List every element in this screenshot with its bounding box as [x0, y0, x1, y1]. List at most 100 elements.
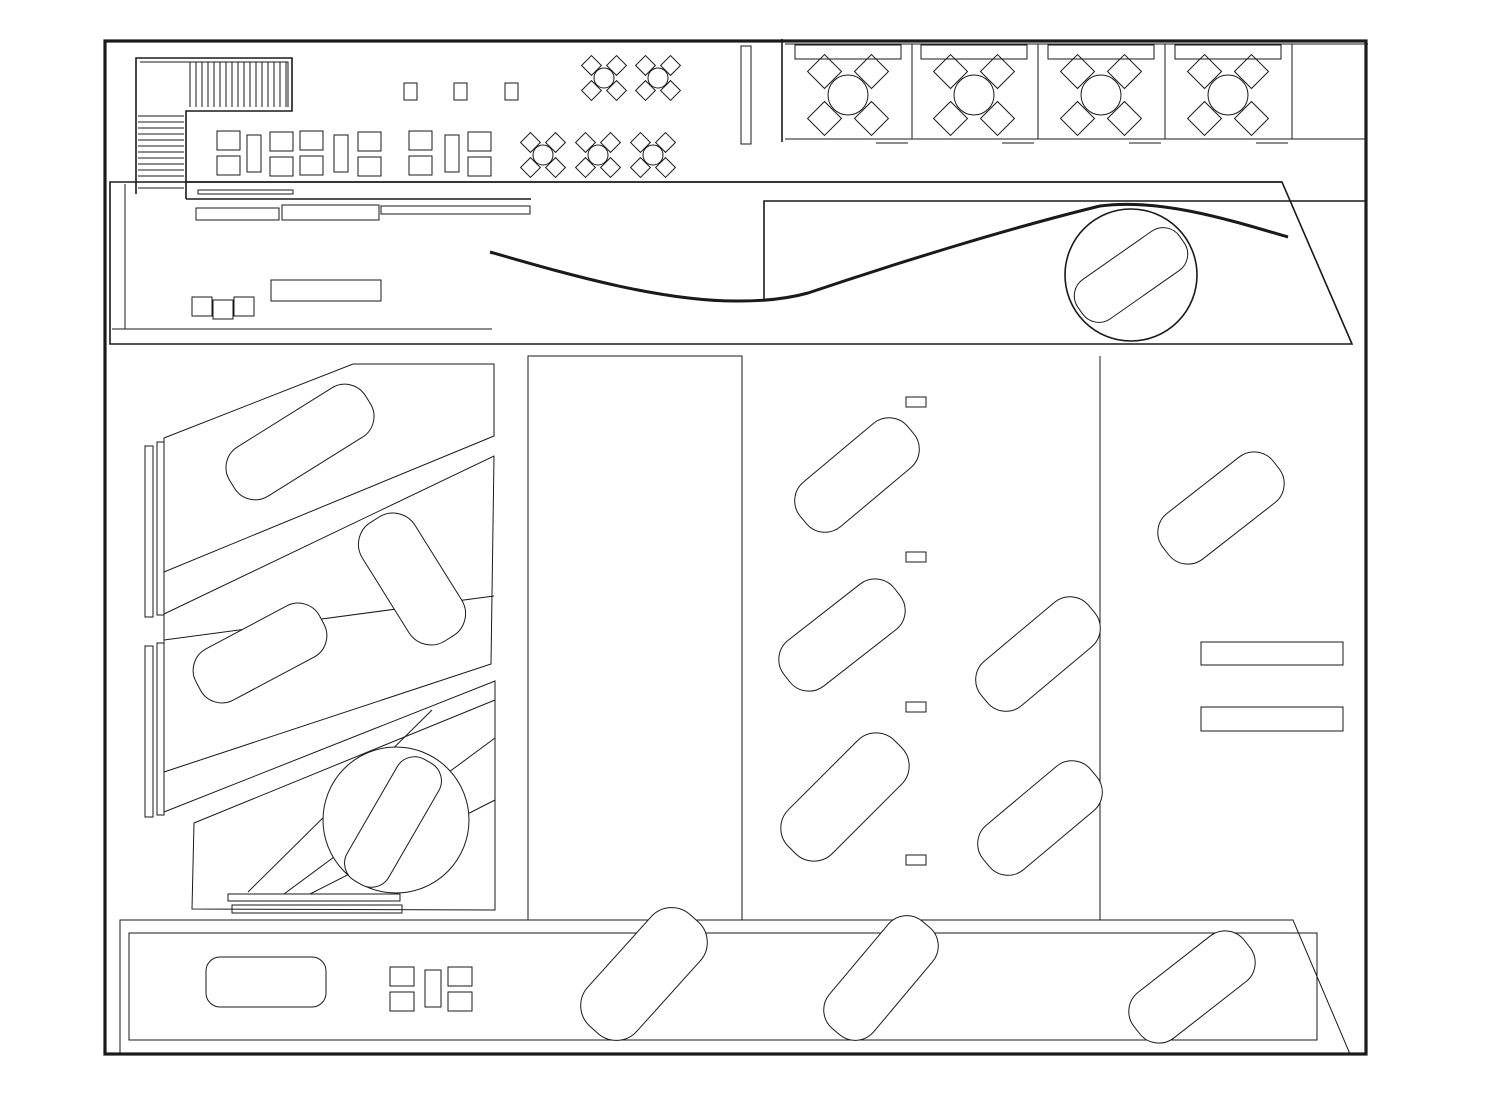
round-table-set [806, 53, 890, 137]
chair [659, 79, 682, 102]
round-table [587, 144, 609, 166]
chair [467, 131, 492, 152]
reception-desk [270, 279, 382, 302]
chair [447, 966, 473, 987]
chair [1233, 100, 1270, 137]
chair [1106, 53, 1143, 90]
chair [389, 966, 415, 987]
stool [453, 82, 468, 101]
chair [408, 130, 433, 151]
chair [191, 296, 213, 317]
chair [654, 156, 677, 179]
chair [629, 156, 652, 179]
car [205, 956, 327, 1008]
turntable [1064, 208, 1198, 342]
showroom-band [109, 181, 1354, 345]
car [780, 732, 910, 862]
chair [1233, 53, 1270, 90]
sideboard [794, 44, 902, 60]
counter [195, 207, 280, 221]
chair [269, 156, 294, 177]
chair [599, 131, 622, 154]
chair [357, 156, 382, 177]
curved-track [489, 202, 1289, 303]
chair [1106, 100, 1143, 137]
chair [634, 54, 657, 77]
pedestal [905, 701, 927, 713]
chair [467, 156, 492, 177]
chair [212, 299, 234, 320]
sideboard [1047, 44, 1155, 60]
round-table-set [1059, 53, 1143, 137]
chair [1059, 53, 1096, 90]
car [823, 915, 939, 1041]
upper-level-zone [135, 39, 1368, 202]
round-table [953, 74, 995, 116]
round-table-set [1186, 53, 1270, 137]
round-table-set [634, 54, 682, 102]
side-table [424, 969, 442, 1008]
chair [629, 131, 652, 154]
booth-seating-group [216, 130, 492, 177]
pedestal [905, 854, 927, 866]
chair [659, 54, 682, 77]
round-table [1207, 74, 1249, 116]
car [192, 602, 328, 704]
chair [605, 79, 628, 102]
counter [1200, 706, 1344, 732]
chair [574, 131, 597, 154]
chair [408, 155, 433, 176]
round-table-set [574, 131, 622, 179]
chair [1186, 100, 1223, 137]
chair [299, 130, 324, 151]
round-table [1080, 74, 1122, 116]
chair [853, 100, 890, 137]
partition-panel [740, 45, 752, 145]
chair [389, 991, 415, 1012]
chair [216, 130, 241, 151]
sideboard [1174, 44, 1282, 60]
round-table [593, 67, 615, 89]
car-group [192, 383, 1285, 888]
car [357, 512, 467, 646]
booth-table [246, 134, 262, 173]
chair [519, 156, 542, 179]
car [344, 756, 442, 888]
pedestal [905, 551, 927, 563]
counter [380, 205, 531, 215]
chair [580, 79, 603, 102]
round-table-set [580, 54, 628, 102]
chair [269, 131, 294, 152]
counter [281, 204, 380, 221]
car-group [580, 907, 1256, 1044]
car [778, 578, 906, 692]
chair [806, 53, 843, 90]
chair [932, 100, 969, 137]
chair [634, 79, 657, 102]
private-dining-rooms [785, 43, 1368, 202]
chair [544, 156, 567, 179]
central-aisle [527, 355, 743, 921]
round-table [532, 144, 554, 166]
chair [574, 156, 597, 179]
chair [599, 156, 622, 179]
round-table-group [519, 54, 682, 179]
chair [806, 100, 843, 137]
bottom-band [119, 907, 1351, 1055]
car [1073, 227, 1189, 323]
chair [299, 155, 324, 176]
car [794, 417, 920, 533]
sideboard [920, 44, 1028, 60]
staircase [135, 57, 293, 199]
chair [1059, 100, 1096, 137]
car [225, 383, 375, 501]
stair-treads-upper [189, 62, 287, 107]
round-table-set [629, 131, 677, 179]
chair [979, 100, 1016, 137]
chair [932, 53, 969, 90]
booth-table [333, 134, 349, 173]
chair [580, 54, 603, 77]
car [1157, 451, 1285, 565]
chair [853, 53, 890, 90]
